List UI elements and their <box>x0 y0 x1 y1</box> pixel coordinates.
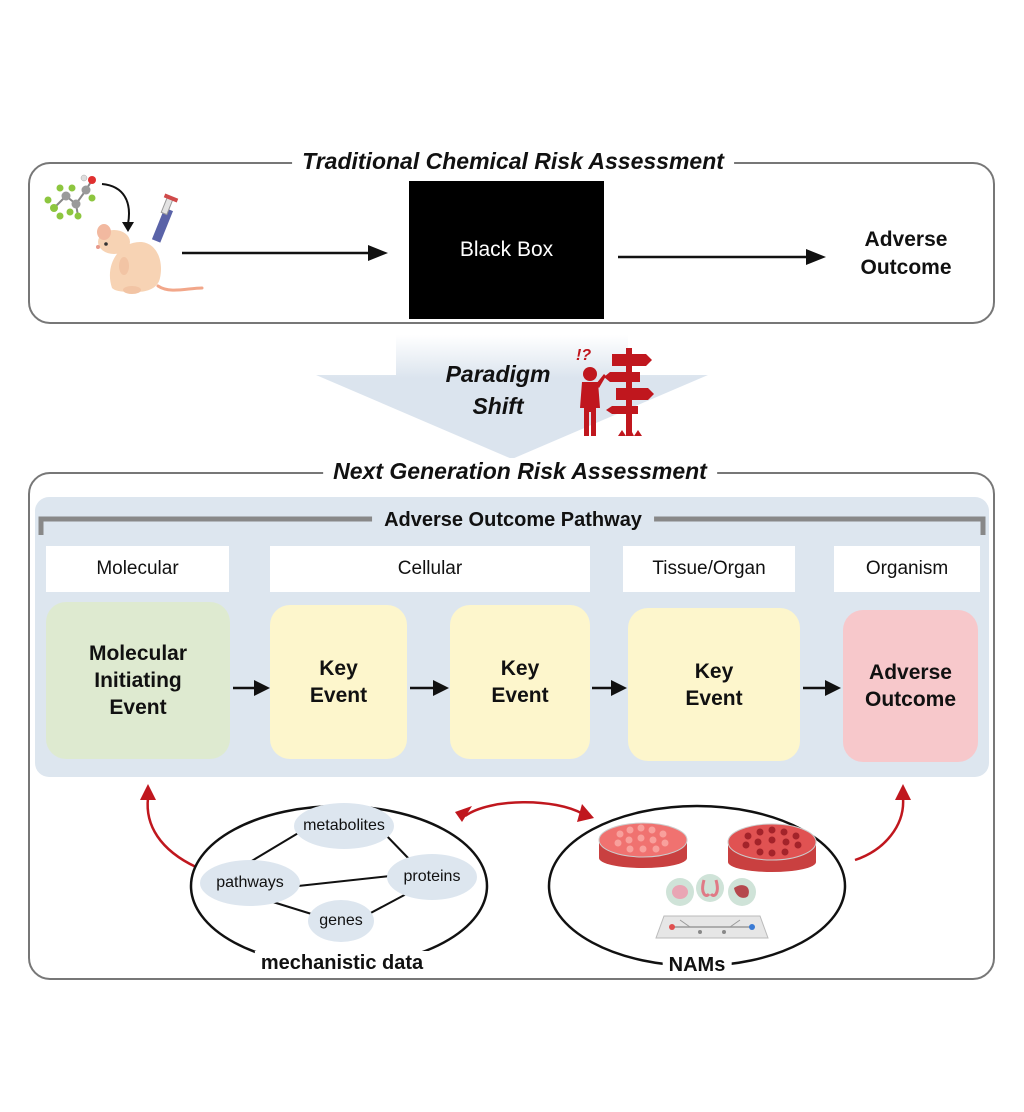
mie-line-3: Event <box>109 696 167 719</box>
level-organism: Organism <box>834 546 980 592</box>
ke2-line-1: Key <box>500 657 540 680</box>
molecular-initiating-event: Molecular Initiating Event <box>46 602 230 759</box>
level-tissue-organ: Tissue/Organ <box>623 546 795 592</box>
outcome-line-1: Adverse <box>864 228 948 251</box>
paradigm-shift-arrow <box>316 335 708 459</box>
signpost-mark: !? <box>576 347 591 364</box>
chemical-molecule-icon <box>44 174 96 220</box>
mie-line-2: Initiating <box>94 669 182 692</box>
key-event-1: Key Event <box>270 605 407 759</box>
level-molecular: Molecular <box>46 546 229 592</box>
lab-rat-injection-icon <box>44 174 204 294</box>
key-event-2: Key Event <box>450 605 590 759</box>
traditional-title: Traditional Chemical Risk Assessment <box>292 148 734 174</box>
ke2-line-2: Event <box>491 684 549 707</box>
node-proteins: proteins <box>387 854 477 900</box>
pathway-arrows <box>233 680 841 696</box>
ao-line-2: Outcome <box>864 688 956 711</box>
node-genes: genes <box>308 900 374 942</box>
paradigm-shift-label: Paradigm Shift <box>428 358 568 422</box>
petri-dish-icon-2 <box>727 823 817 872</box>
mouse-icon <box>96 224 204 294</box>
black-box: Black Box <box>409 181 604 319</box>
node-pathways: pathways <box>200 860 300 906</box>
outcome-line-2: Outcome <box>860 256 952 279</box>
traditional-adverse-outcome: Adverse Outcome <box>836 226 976 282</box>
node-metabolites: metabolites <box>294 803 394 849</box>
ao-line-1: Adverse <box>869 661 952 684</box>
ke1-line-2: Event <box>309 684 368 707</box>
organ-on-chip-icon <box>655 874 769 939</box>
shift-line-1: Paradigm <box>445 361 551 387</box>
shift-line-2: Shift <box>472 393 524 419</box>
nams-caption: NAMs <box>662 953 732 977</box>
signpost-person-icon: !? <box>576 347 654 436</box>
mie-line-1: Molecular <box>88 642 188 665</box>
ngra-title: Next Generation Risk Assessment <box>323 458 717 484</box>
key-event-3: Key Event <box>628 608 800 761</box>
adverse-outcome-event: Adverse Outcome <box>843 610 978 762</box>
ke3-line-2: Event <box>685 686 743 710</box>
mechanistic-data-caption: mechanistic data <box>254 951 430 975</box>
level-cellular: Cellular <box>270 546 590 592</box>
arrow-to-outcome <box>618 249 826 265</box>
arrow-to-blackbox <box>182 245 388 261</box>
ke1-line-1: Key <box>319 657 358 680</box>
syringe-icon <box>151 193 179 243</box>
aop-title: Adverse Outcome Pathway <box>372 508 654 532</box>
bottom-diagram <box>140 784 911 968</box>
petri-dish-icon-1 <box>598 822 688 868</box>
ke3-line-1: Key <box>694 659 734 683</box>
